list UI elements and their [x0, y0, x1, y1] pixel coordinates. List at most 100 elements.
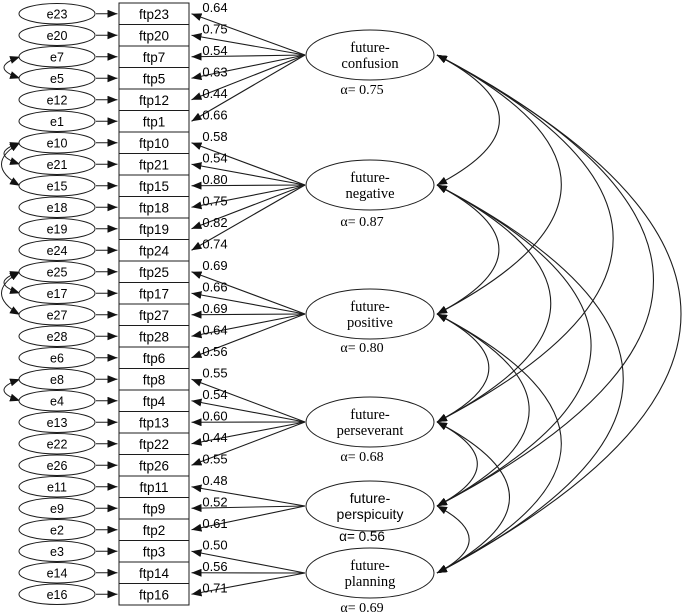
- indicator-label-ftp19: ftp19: [139, 222, 169, 237]
- error-term-e7: [18, 46, 96, 68]
- indicator-label-ftp5: ftp5: [143, 71, 166, 86]
- error-label-e14: e14: [47, 566, 68, 580]
- error-term-e24: [18, 239, 96, 261]
- covariance-future-perseverant-future-planning: [436, 421, 510, 574]
- loading-label-ftp2: 0.61: [202, 516, 227, 531]
- error-term-e8: [18, 368, 96, 390]
- loading-label-ftp7: 0.54: [202, 43, 227, 58]
- loading-label-ftp12: 0.44: [202, 86, 227, 101]
- arrow-future-confusion-to-ftp5: [191, 54, 306, 81]
- indicator-label-ftp20: ftp20: [139, 28, 169, 43]
- factor-label-future-perseverant: future-perseverant: [337, 407, 404, 439]
- error-label-e4: e4: [50, 394, 64, 408]
- alpha-label-future-confusion: α= 0.75: [340, 83, 383, 98]
- alpha-label-future-planning: α= 0.69: [340, 601, 383, 616]
- covariance-future-positive-future-perseverant: [436, 313, 490, 423]
- arrow-future-negative-to-ftp15: [191, 181, 306, 190]
- arrow-future-positive-to-ftp27: [191, 310, 306, 319]
- factor-future-perspicuity: [305, 480, 435, 532]
- loading-label-ftp9: 0.52: [202, 494, 227, 509]
- error-label-e26: e26: [47, 459, 68, 473]
- indicator-label-ftp25: ftp25: [139, 265, 169, 280]
- factor-label-future-negative: future-negative: [345, 170, 394, 202]
- factor-label-future-planning: future-planning: [345, 558, 396, 590]
- arrow-future-planning-to-ftp16: [191, 572, 306, 597]
- covariance-future-confusion-future-perspicuity: [436, 54, 654, 507]
- arrow-future-perspicuity-to-ftp2: [191, 505, 306, 532]
- error-term-e13: [18, 411, 96, 433]
- indicator-label-ftp12: ftp12: [139, 93, 169, 108]
- covariance-future-confusion-future-positive: [436, 54, 562, 315]
- arrow-future-negative-to-ftp18: [191, 184, 306, 210]
- factor-future-negative: [305, 159, 435, 211]
- indicator-label-ftp26: ftp26: [139, 458, 169, 473]
- covariance-future-positive-future-planning: [436, 313, 562, 574]
- factor-future-positive: [305, 288, 435, 340]
- error-label-e3: e3: [50, 545, 64, 559]
- indicator-label-ftp18: ftp18: [139, 200, 169, 215]
- indicator-label-ftp4: ftp4: [143, 394, 166, 409]
- indicator-label-ftp22: ftp22: [139, 437, 169, 452]
- error-term-e27: [18, 304, 96, 326]
- error-term-e20: [18, 24, 96, 46]
- indicator-label-ftp11: ftp11: [139, 480, 168, 495]
- error-label-e21: e21: [47, 158, 68, 172]
- arrow-future-perseverant-to-ftp8: [191, 378, 306, 423]
- error-label-e1: e1: [50, 115, 64, 129]
- error-term-e1: [18, 110, 96, 132]
- loading-label-ftp19: 0.82: [202, 215, 227, 230]
- error-label-e12: e12: [47, 93, 68, 107]
- covariance-e25-e27: [1, 271, 21, 316]
- covariance-future-confusion-future-negative: [436, 54, 500, 186]
- error-term-e3: [18, 540, 96, 562]
- error-label-e28: e28: [47, 330, 68, 344]
- arrow-future-negative-to-ftp24: [191, 184, 306, 251]
- covariance-future-perseverant-future-perspicuity: [436, 421, 478, 507]
- indicator-label-ftp23: ftp23: [139, 7, 169, 22]
- covariance-future-negative-future-perseverant: [436, 184, 552, 423]
- covariance-future-perspicuity-future-planning: [436, 505, 470, 574]
- arrow-future-positive-to-ftp25: [191, 271, 306, 315]
- covariance-e10-e15: [1, 142, 21, 187]
- error-label-e5: e5: [50, 72, 64, 86]
- error-term-e16: [18, 583, 96, 605]
- indicator-label-ftp7: ftp7: [143, 50, 166, 65]
- covariance-e7-e5: [3, 56, 21, 79]
- error-label-e11: e11: [47, 480, 67, 494]
- error-label-e8: e8: [50, 373, 64, 387]
- indicator-label-ftp15: ftp15: [139, 179, 169, 194]
- loading-label-ftp21: 0.54: [202, 150, 227, 165]
- error-label-e10: e10: [47, 136, 68, 150]
- indicator-label-ftp16: ftp16: [139, 587, 169, 602]
- arrow-future-positive-to-ftp28: [191, 313, 306, 339]
- factor-future-perseverant: [305, 396, 435, 448]
- error-term-e4: [18, 390, 96, 412]
- factor-label-future-perspicuity: future-perspicuity: [337, 490, 404, 522]
- error-term-e9: [18, 497, 96, 519]
- arrow-future-confusion-to-ftp7: [191, 52, 306, 61]
- error-label-e22: e22: [47, 437, 68, 451]
- error-label-e25: e25: [47, 265, 68, 279]
- error-term-e12: [18, 89, 96, 111]
- arrow-future-negative-to-ftp10: [191, 142, 306, 186]
- covariance-future-positive-future-perspicuity: [436, 313, 530, 507]
- error-term-e23: [18, 3, 96, 25]
- covariance-future-negative-future-positive: [436, 184, 500, 315]
- loading-label-ftp6: 0.56: [202, 344, 227, 359]
- loading-label-ftp25: 0.69: [202, 258, 227, 273]
- error-label-e24: e24: [47, 244, 68, 258]
- error-term-e10: [18, 132, 96, 154]
- error-label-e19: e19: [47, 222, 68, 236]
- factor-label-future-confusion: future-confusion: [341, 40, 399, 72]
- indicator-label-ftp27: ftp27: [139, 308, 169, 323]
- indicator-label-ftp13: ftp13: [139, 415, 169, 430]
- factor-future-confusion: [305, 29, 435, 81]
- alpha-label-future-perseverant: α= 0.68: [340, 450, 383, 465]
- error-term-e18: [18, 196, 96, 218]
- loading-label-ftp22: 0.44: [202, 430, 227, 445]
- indicator-label-ftp17: ftp17: [139, 286, 169, 301]
- covariance-future-negative-future-perspicuity: [436, 184, 592, 507]
- arrow-future-perspicuity-to-ftp9: [191, 504, 306, 513]
- arrow-future-negative-to-ftp19: [191, 184, 306, 230]
